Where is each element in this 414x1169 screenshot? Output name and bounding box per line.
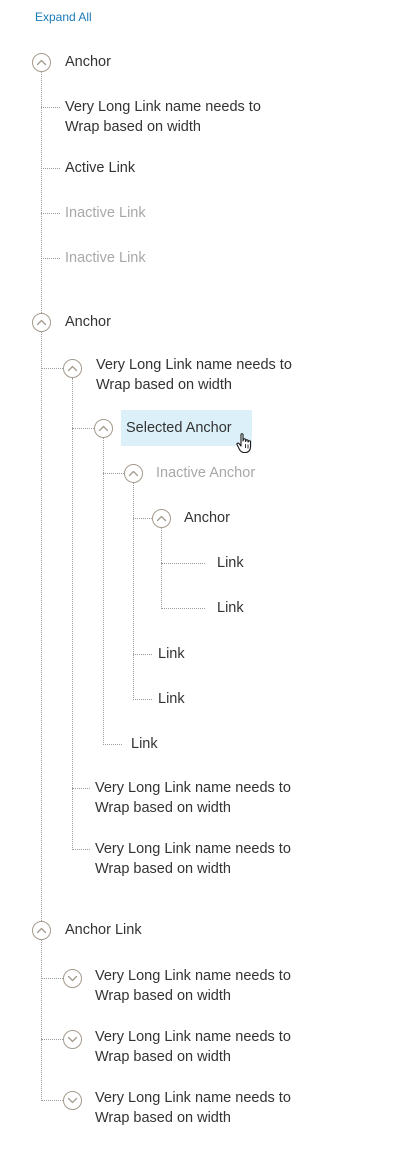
- tree-link-label[interactable]: Inactive Link: [65, 205, 146, 221]
- tree-connector-horizontal: [72, 788, 90, 789]
- expand-all-link[interactable]: Expand All: [35, 10, 92, 24]
- tree-anchor-label[interactable]: Very Long Link name needs to Wrap based …: [96, 357, 292, 393]
- tree-link-label[interactable]: Very Long Link name needs to Wrap based …: [65, 99, 261, 135]
- tree-link-label[interactable]: Link: [158, 691, 185, 707]
- chevron-down-icon[interactable]: [62, 1029, 82, 1049]
- chevron-up-icon[interactable]: [123, 463, 143, 483]
- tree-link-label[interactable]: Very Long Link name needs to Wrap based …: [95, 780, 291, 816]
- tree-connector-horizontal: [133, 654, 152, 655]
- tree-anchor-label[interactable]: Anchor: [65, 54, 111, 70]
- tree-anchor-label[interactable]: Very Long Link name needs to Wrap based …: [95, 968, 291, 1004]
- tree-anchor-label[interactable]: Inactive Anchor: [156, 465, 256, 481]
- tree-connector-horizontal: [41, 978, 63, 979]
- chevron-up-icon[interactable]: [31, 312, 51, 332]
- tree-link-label[interactable]: Very Long Link name needs to Wrap based …: [95, 841, 291, 877]
- tree-connector-vertical: [133, 483, 134, 700]
- tree-anchor-label[interactable]: Very Long Link name needs to Wrap based …: [95, 1090, 291, 1126]
- tree-connector-vertical: [103, 438, 104, 745]
- tree-connector-horizontal: [41, 368, 63, 369]
- tree-connector-horizontal: [161, 608, 205, 609]
- tree-connector-horizontal: [72, 849, 90, 850]
- tree-link-label[interactable]: Link: [158, 646, 185, 662]
- chevron-up-icon[interactable]: [93, 418, 113, 438]
- tree-connector-vertical: [161, 528, 162, 609]
- tree-connector-horizontal: [72, 428, 94, 429]
- tree-connector-horizontal: [133, 699, 152, 700]
- chevron-up-icon[interactable]: [151, 508, 171, 528]
- tree-connector-horizontal: [41, 1100, 63, 1101]
- tree-connector-horizontal: [41, 258, 60, 259]
- tree-connector-horizontal: [41, 1039, 63, 1040]
- tree-anchor-label[interactable]: Anchor: [65, 314, 111, 330]
- tree-connector-vertical: [72, 378, 73, 850]
- tree-link-label[interactable]: Link: [217, 555, 244, 571]
- selected-highlight: [121, 410, 252, 446]
- tree-anchor-label[interactable]: Very Long Link name needs to Wrap based …: [95, 1029, 291, 1065]
- tree-anchor-label[interactable]: Anchor: [184, 510, 230, 526]
- chevron-down-icon[interactable]: [62, 1090, 82, 1110]
- tree-connector-horizontal: [41, 213, 60, 214]
- tree-anchor-label[interactable]: Selected Anchor: [126, 420, 232, 436]
- tree-connector-horizontal: [41, 107, 60, 108]
- chevron-up-icon[interactable]: [62, 358, 82, 378]
- tree-link-label[interactable]: Inactive Link: [65, 250, 146, 266]
- chevron-down-icon[interactable]: [62, 968, 82, 988]
- tree-connector-horizontal: [103, 744, 122, 745]
- tree-anchor-label[interactable]: Anchor Link: [65, 922, 142, 938]
- tree-connector-horizontal: [161, 563, 205, 564]
- tree-connector-horizontal: [133, 518, 152, 519]
- chevron-up-icon[interactable]: [31, 920, 51, 940]
- tree-connector-horizontal: [41, 168, 60, 169]
- tree-connector-vertical: [41, 72, 42, 1101]
- tree-link-label[interactable]: Link: [217, 600, 244, 616]
- tree-connector-horizontal: [103, 473, 124, 474]
- tree-link-label[interactable]: Link: [131, 736, 158, 752]
- tree-link-label[interactable]: Active Link: [65, 160, 136, 176]
- chevron-up-icon[interactable]: [31, 52, 51, 72]
